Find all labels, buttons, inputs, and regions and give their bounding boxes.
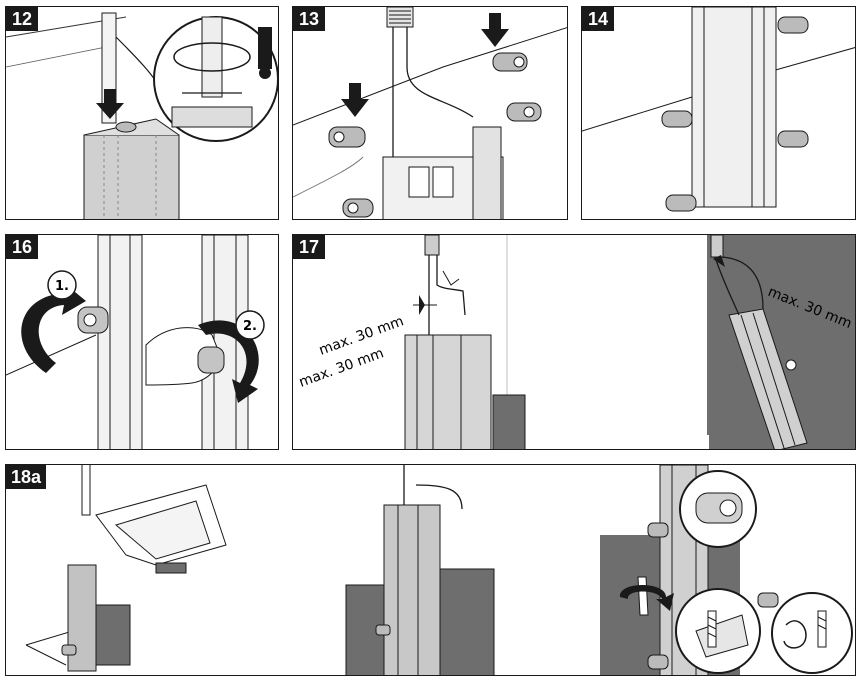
frame-profile — [691, 7, 777, 208]
step-18a-panel: 18a — [5, 464, 856, 676]
rotate-cw-arrow — [198, 320, 259, 403]
bracket-icon — [777, 130, 809, 148]
bracket-icon — [375, 624, 391, 636]
step-17-panel: 17 max. 30 mm max. 30 mm max. 30 mm — [292, 234, 856, 450]
step-number: 18a — [6, 465, 47, 489]
step-13-illustration — [293, 7, 567, 219]
bracket-icon — [665, 194, 697, 212]
down-arrow — [481, 13, 509, 47]
step-14-panel: 14 — [581, 6, 856, 220]
callout-2-label: 2. — [243, 319, 257, 334]
down-arrow — [341, 83, 369, 117]
bracket-icon — [647, 654, 669, 670]
step-12-panel: 12 — [5, 6, 279, 220]
bracket-icon — [328, 126, 366, 148]
step-14-illustration — [582, 7, 855, 212]
bracket-icon — [757, 592, 779, 608]
bracket-icon — [77, 306, 109, 334]
screw-icon — [817, 610, 827, 648]
frame-profile — [83, 134, 180, 219]
dark-panel — [431, 568, 495, 675]
rotate-arrow — [619, 585, 674, 611]
step-16-panel: 16 1. 2. — [5, 234, 279, 450]
rotate-ccw-arrow — [21, 283, 87, 373]
step-17-illustration: max. 30 mm max. 30 mm max. 30 mm — [297, 235, 855, 449]
frame-profile — [728, 308, 808, 449]
bracket-icon — [61, 644, 77, 656]
bracket-icon — [647, 522, 669, 538]
bracket-icon — [492, 52, 528, 72]
step-number: 12 — [6, 7, 38, 31]
step-number: 14 — [582, 7, 614, 31]
bracket-icon — [197, 346, 225, 374]
step-12-illustration — [6, 12, 278, 219]
step-18a-illustration — [25, 465, 853, 675]
magnifier-detail — [771, 592, 853, 674]
down-arrow — [96, 89, 124, 119]
dark-panel — [492, 394, 526, 449]
bracket-icon — [342, 198, 374, 218]
bracket-icon — [777, 16, 809, 34]
seal-icon — [258, 27, 272, 69]
dimension-label-2: max. 30 mm — [297, 345, 386, 390]
frame-profile — [383, 504, 441, 675]
bracket-icon — [506, 102, 542, 122]
screwdriver-icon — [637, 576, 649, 616]
step-13-panel: 13 — [292, 6, 568, 220]
step-number: 13 — [293, 7, 325, 31]
step-number: 17 — [293, 235, 325, 259]
callout-2 — [235, 310, 265, 340]
step-number: 16 — [6, 235, 38, 259]
frame-profile — [404, 334, 492, 449]
screw-icon — [707, 610, 717, 648]
threaded-pipe — [386, 7, 414, 28]
step-16-illustration: 1. 2. — [6, 235, 265, 449]
callout-1 — [47, 270, 77, 300]
bracket-icon — [661, 110, 693, 128]
dimension-marker — [713, 255, 725, 267]
dimension-marker — [413, 270, 460, 315]
callout-1-label: 1. — [55, 279, 69, 294]
